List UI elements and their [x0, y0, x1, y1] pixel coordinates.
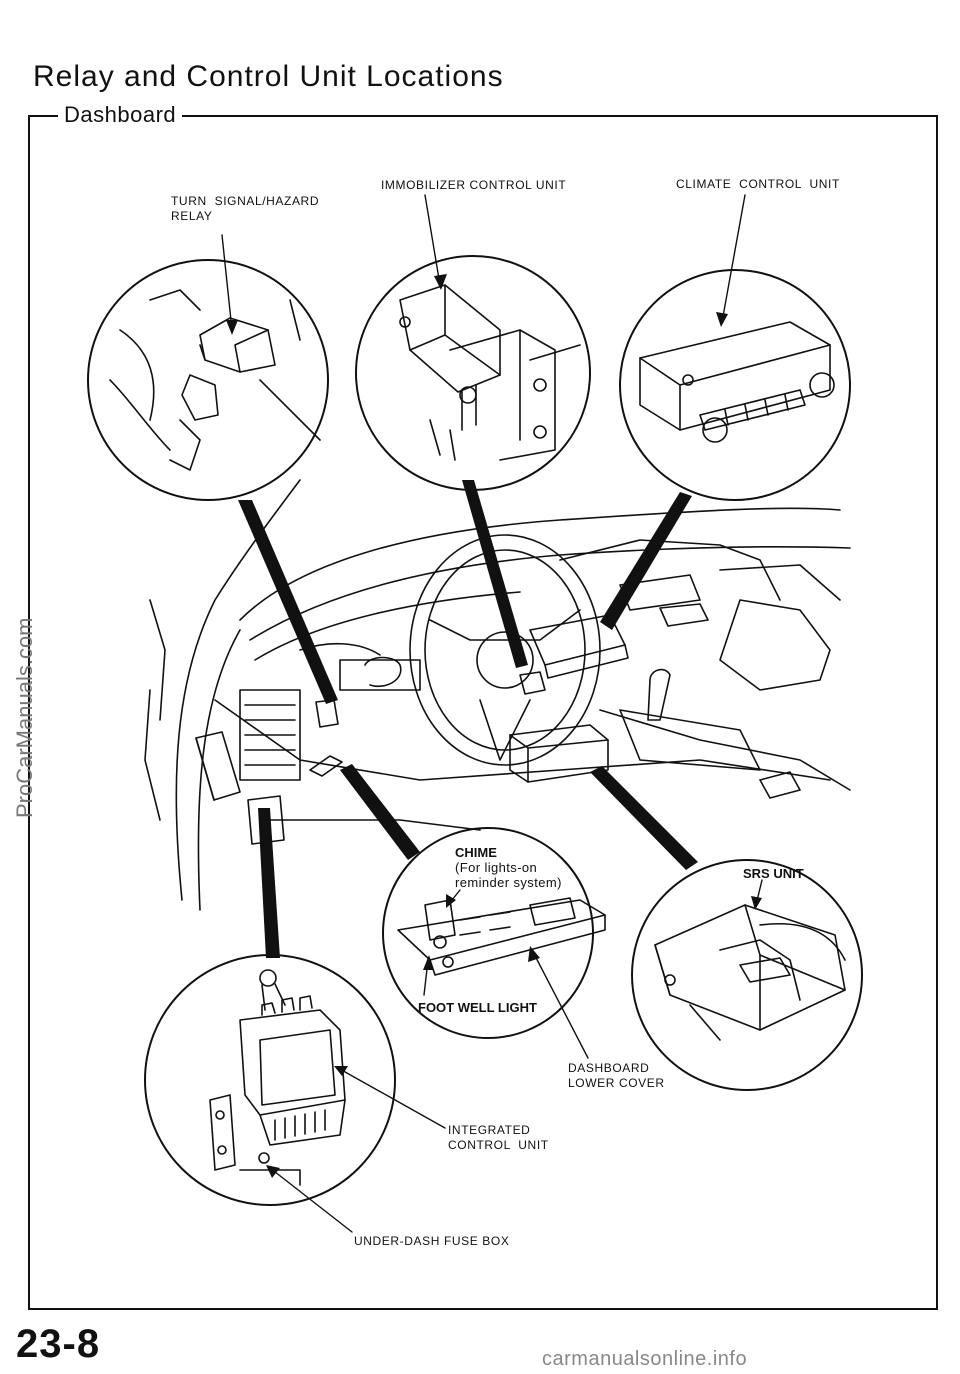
section-label: Dashboard	[58, 102, 183, 128]
label-turn-signal-relay: TURN SIGNAL/HAZARD RELAY	[171, 194, 320, 223]
side-watermark: ProCarManuals.com	[12, 617, 37, 818]
label-chime-note: (For lights-on reminder system)	[455, 860, 562, 890]
arrowheads	[226, 274, 762, 1178]
label-climate-control-unit: CLIMATE CONTROL UNIT	[676, 177, 840, 191]
label-under-dash-fuse-box: UNDER-DASH FUSE BOX	[354, 1234, 510, 1248]
fuse-box-detail	[144, 954, 396, 1206]
dashboard-drawing	[144, 479, 851, 911]
label-integrated-control-unit: INTEGRATED CONTROL UNIT	[448, 1123, 549, 1152]
turn-signal-detail	[87, 259, 329, 501]
diagram-frame	[28, 115, 938, 1310]
srs-detail	[631, 859, 863, 1091]
label-srs-unit: SRS UNIT	[743, 866, 804, 881]
leader-lines	[221, 194, 763, 1233]
immobilizer-detail	[355, 255, 591, 491]
label-dashboard-lower-cover: DASHBOARD LOWER COVER	[568, 1061, 665, 1090]
page-title: Relay and Control Unit Locations	[33, 60, 504, 93]
page-number: 23-8	[16, 1322, 101, 1366]
climate-detail	[619, 269, 851, 501]
chime-detail	[382, 827, 606, 1039]
label-chime: CHIME	[455, 845, 497, 860]
footer-watermark: carmanualsonline.info	[542, 1348, 748, 1370]
connector-wedges	[238, 480, 698, 958]
label-immobilizer-control-unit: IMMOBILIZER CONTROL UNIT	[381, 178, 567, 192]
label-foot-well-light: FOOT WELL LIGHT	[418, 1000, 537, 1015]
